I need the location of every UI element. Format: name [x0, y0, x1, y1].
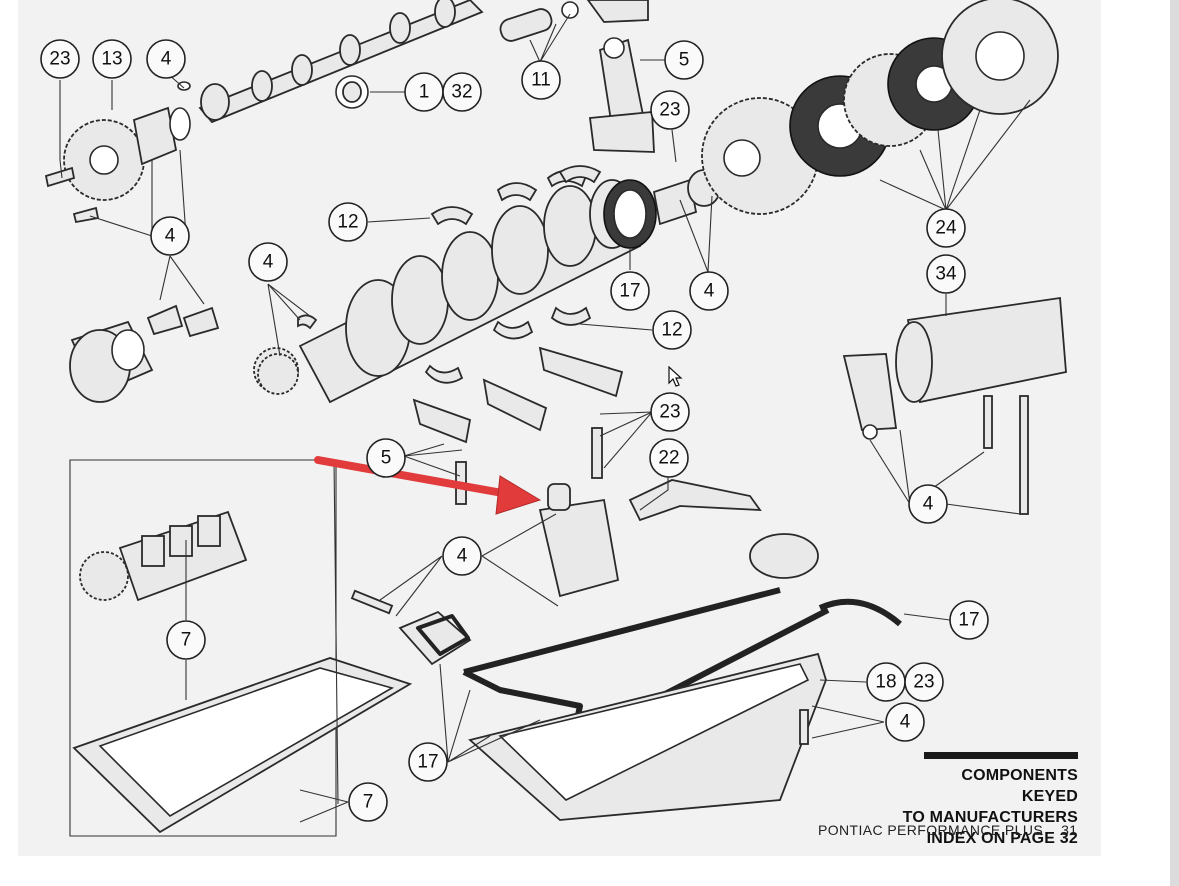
oil-pan — [468, 652, 827, 821]
svg-text:23: 23 — [659, 100, 680, 121]
svg-text:12: 12 — [661, 320, 682, 341]
callout-4-gear: 4 — [150, 216, 190, 256]
callout-13: 13 — [92, 39, 132, 79]
callout-32: 32 — [442, 72, 482, 112]
cam-bearing — [335, 75, 369, 109]
leader-lines — [59, 13, 1031, 823]
lifters — [499, 0, 649, 42]
callout-1: 1 — [404, 72, 444, 112]
callout-4-seal: 4 — [689, 271, 729, 311]
timing-gear-crank — [257, 314, 318, 395]
callout-24: 24 — [926, 208, 966, 248]
main-bearings — [424, 165, 602, 384]
svg-text:4: 4 — [923, 494, 934, 515]
mouse-cursor-icon — [668, 366, 683, 387]
callout-4-crank: 4 — [248, 242, 288, 282]
callout-23-pan: 23 — [904, 662, 944, 702]
publication-title: PONTIAC PERFORMANCE PLUS — [818, 822, 1044, 838]
inset-oil-pan — [72, 657, 413, 834]
callout-7-bottom: 7 — [348, 782, 388, 822]
callout-23-top-left: 23 — [40, 39, 80, 79]
oil-filter — [69, 304, 220, 403]
scrollbar-track[interactable] — [1170, 0, 1179, 886]
callout-23-caps: 23 — [650, 392, 690, 432]
inset-frame — [69, 459, 337, 837]
clutch-assembly — [789, 0, 1059, 177]
flywheel — [701, 97, 819, 215]
caption-block: COMPONENTS KEYED TO MANUFACTURERS INDEX … — [902, 752, 1078, 849]
rear-seal — [603, 169, 721, 249]
callout-12-upper: 12 — [328, 202, 368, 242]
callout-4-pump: 4 — [442, 536, 482, 576]
svg-text:17: 17 — [958, 610, 979, 631]
svg-text:4: 4 — [457, 546, 468, 567]
callout-4-starter: 4 — [908, 484, 948, 524]
svg-text:4: 4 — [900, 712, 911, 733]
svg-text:18: 18 — [875, 672, 896, 693]
callout-22: 22 — [649, 438, 689, 478]
svg-text:5: 5 — [381, 448, 392, 469]
svg-text:23: 23 — [49, 49, 70, 70]
page-footer: PONTIAC PERFORMANCE PLUS 31 — [818, 822, 1077, 838]
callout-34: 34 — [926, 254, 966, 294]
svg-text:22: 22 — [658, 448, 679, 469]
svg-text:4: 4 — [704, 281, 715, 302]
caption-line-1: COMPONENTS KEYED — [961, 767, 1078, 805]
svg-text:7: 7 — [181, 630, 192, 651]
callout-12-lower: 12 — [652, 310, 692, 350]
caption-line-2: TO MANUFACTURERS — [902, 809, 1078, 826]
camshaft — [198, 0, 484, 124]
callout-11: 11 — [521, 60, 561, 100]
svg-text:17: 17 — [619, 281, 640, 302]
page-number: 31 — [1061, 822, 1078, 838]
svg-text:5: 5 — [679, 50, 690, 71]
callout-17-strap: 17 — [949, 600, 989, 640]
callout-17-gasket: 17 — [408, 742, 448, 782]
svg-text:4: 4 — [161, 49, 172, 70]
callout-5-caps: 5 — [366, 438, 406, 478]
svg-text:12: 12 — [337, 212, 358, 233]
svg-text:23: 23 — [913, 672, 934, 693]
callout-23-rod: 23 — [650, 90, 690, 130]
callout-5-rod: 5 — [664, 40, 704, 80]
svg-text:24: 24 — [935, 218, 957, 239]
callout-18: 18 — [866, 662, 906, 702]
svg-text:1: 1 — [419, 82, 430, 103]
starter-motor — [842, 296, 1067, 515]
svg-text:7: 7 — [363, 792, 374, 813]
cam-gear — [44, 119, 145, 224]
connecting-rod — [588, 37, 655, 153]
svg-text:11: 11 — [531, 70, 551, 91]
caption-line-3: INDEX ON PAGE 32 — [926, 830, 1078, 847]
diesel-pump-inset — [79, 510, 248, 602]
callout-7-inset: 7 — [166, 620, 206, 660]
caption-rule — [924, 752, 1078, 759]
svg-text:13: 13 — [101, 49, 122, 70]
callout-4-pan: 4 — [885, 702, 925, 742]
thrust-plate — [132, 81, 191, 166]
svg-text:4: 4 — [165, 226, 176, 247]
callout-4-cam: 4 — [146, 39, 186, 79]
svg-text:32: 32 — [451, 82, 472, 103]
highlight-arrow — [314, 456, 542, 515]
svg-text:4: 4 — [263, 252, 274, 273]
callout-17-seal: 17 — [610, 271, 650, 311]
svg-text:17: 17 — [417, 752, 438, 773]
fuel-pump — [350, 589, 472, 666]
svg-text:23: 23 — [659, 402, 680, 423]
oil-pump — [455, 427, 819, 598]
main-caps — [412, 346, 624, 444]
svg-text:34: 34 — [935, 264, 957, 285]
